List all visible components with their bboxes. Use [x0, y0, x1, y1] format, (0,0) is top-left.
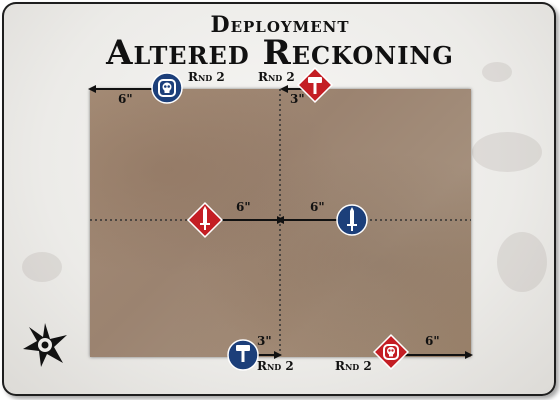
deployment-marker-red-skull — [372, 333, 410, 371]
paint-splatter — [497, 232, 547, 292]
deployment-marker-blue-hammer — [227, 339, 259, 371]
faction-star-logo-icon — [23, 323, 67, 367]
sword-icon — [347, 207, 357, 231]
round-label: Rnd 2 — [335, 359, 372, 373]
paint-splatter — [482, 62, 512, 82]
round-label: Rnd 2 — [188, 70, 225, 84]
sword-icon — [200, 206, 210, 230]
hammer-icon — [308, 77, 322, 94]
deployment-marker-red-sword — [186, 201, 224, 239]
skull-icon — [383, 344, 399, 360]
round-label: Rnd 2 — [258, 70, 295, 84]
deployment-marker-blue-sword — [336, 204, 368, 236]
deployment-subtitle: Deployment — [210, 12, 350, 38]
paint-splatter — [472, 132, 542, 172]
hammer-icon — [236, 345, 250, 362]
deployment-marker-blue-skull — [151, 72, 183, 104]
paint-splatter — [22, 252, 62, 282]
distance-label: 3" — [290, 92, 305, 106]
distance-label: 6" — [236, 200, 251, 214]
distance-label: 6" — [118, 92, 133, 106]
distance-label: 6" — [425, 334, 440, 348]
skull-icon — [158, 79, 176, 97]
deployment-marker-red-hammer — [296, 66, 334, 104]
distance-label: 3" — [257, 334, 272, 348]
mission-title: Altered Reckoning — [106, 33, 454, 73]
distance-label: 6" — [310, 200, 325, 214]
round-label: Rnd 2 — [257, 359, 294, 373]
